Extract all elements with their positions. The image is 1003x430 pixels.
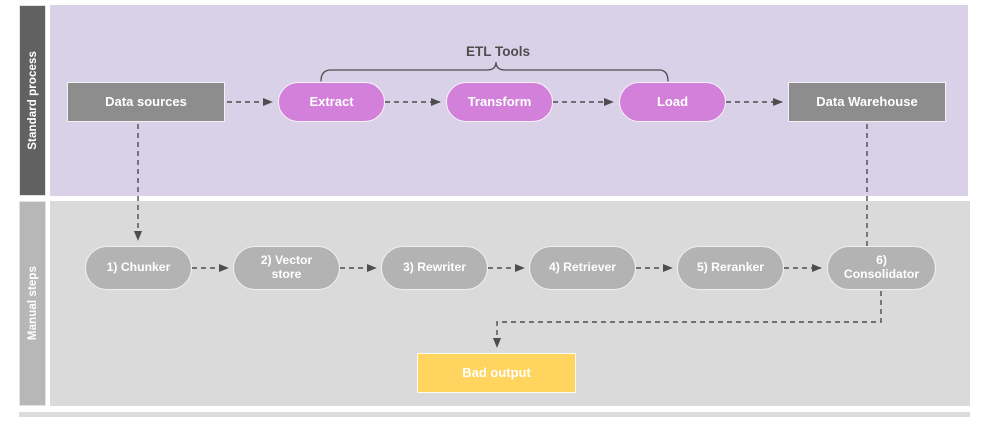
node-data-warehouse-label: Data Warehouse bbox=[816, 93, 918, 109]
etl-tools-label: ETL Tools bbox=[466, 44, 530, 59]
node-data-warehouse[interactable]: Data Warehouse bbox=[788, 82, 946, 122]
node-vector-store-label: 2) Vector store bbox=[260, 253, 313, 281]
node-load[interactable]: Load bbox=[619, 82, 726, 122]
node-reranker-label: 5) Reranker bbox=[696, 260, 765, 275]
node-data-sources-label: Data sources bbox=[105, 93, 187, 109]
node-vector-store[interactable]: 2) Vector store bbox=[233, 246, 340, 290]
node-transform-label: Transform bbox=[467, 93, 532, 109]
node-extract[interactable]: Extract bbox=[278, 82, 385, 122]
node-retriever-label: 4) Retriever bbox=[548, 260, 617, 275]
node-consolidator-label: 6) Consolidator bbox=[843, 253, 920, 281]
node-chunker-label: 1) Chunker bbox=[106, 260, 171, 275]
node-retriever[interactable]: 4) Retriever bbox=[529, 246, 636, 290]
lane-label-manual-steps-text: Manual steps bbox=[26, 266, 39, 341]
node-rewriter-label: 3) Rewriter bbox=[403, 260, 466, 275]
node-reranker[interactable]: 5) Reranker bbox=[677, 246, 784, 290]
node-consolidator[interactable]: 6) Consolidator bbox=[827, 246, 936, 290]
footer-divider-bar bbox=[19, 412, 970, 417]
lane-label-manual-steps: Manual steps bbox=[19, 201, 46, 406]
node-transform[interactable]: Transform bbox=[446, 82, 553, 122]
node-chunker[interactable]: 1) Chunker bbox=[85, 246, 192, 290]
lane-label-standard-process: Standard process bbox=[19, 5, 46, 196]
node-data-sources[interactable]: Data sources bbox=[67, 82, 225, 122]
lane-label-standard-process-text: Standard process bbox=[26, 51, 39, 150]
node-bad-output-label: Bad output bbox=[462, 364, 531, 380]
node-rewriter[interactable]: 3) Rewriter bbox=[381, 246, 488, 290]
node-bad-output[interactable]: Bad output bbox=[417, 353, 576, 393]
node-extract-label: Extract bbox=[309, 93, 354, 109]
node-load-label: Load bbox=[656, 93, 689, 109]
